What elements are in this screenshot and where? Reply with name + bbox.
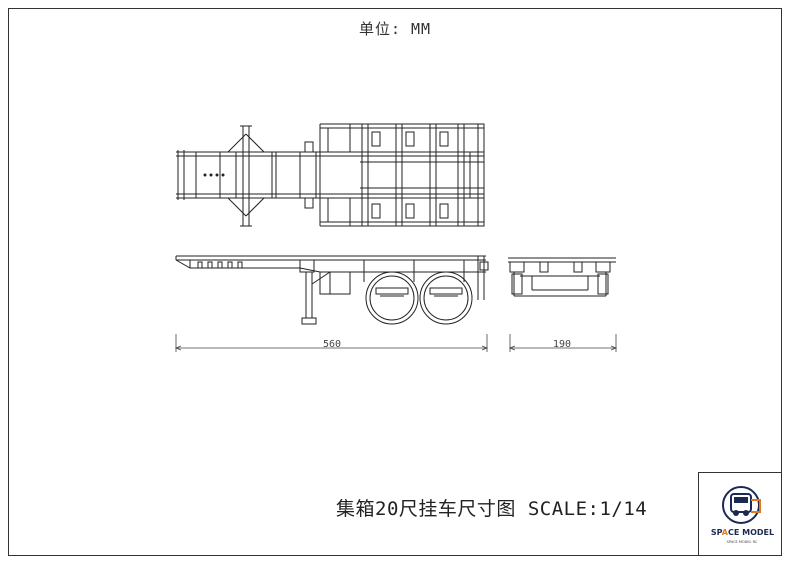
brand-name: SPACE MODEL bbox=[705, 528, 780, 537]
brand-name-part1: SP bbox=[710, 528, 722, 537]
width-dimension-text: 190 bbox=[553, 339, 571, 350]
rear-view bbox=[508, 257, 616, 297]
length-dimension-text: 560 bbox=[323, 339, 341, 350]
drawing-title: 集箱20尺挂车尺寸图 SCALE:1/14 bbox=[336, 498, 648, 520]
top-view bbox=[176, 123, 485, 227]
truck-logo-icon bbox=[722, 486, 761, 524]
dimension-width bbox=[508, 334, 618, 352]
unit-label: 单位: MM bbox=[358, 20, 432, 38]
title-block-box bbox=[698, 472, 782, 556]
brand-name-accent: A bbox=[721, 528, 728, 537]
dimension-length bbox=[174, 334, 489, 352]
sheet-border bbox=[8, 8, 782, 556]
brand-name-part2: CE MODEL bbox=[728, 528, 775, 537]
side-view bbox=[175, 255, 489, 325]
brand-tagline: SPACE MODEL RC bbox=[726, 540, 758, 544]
